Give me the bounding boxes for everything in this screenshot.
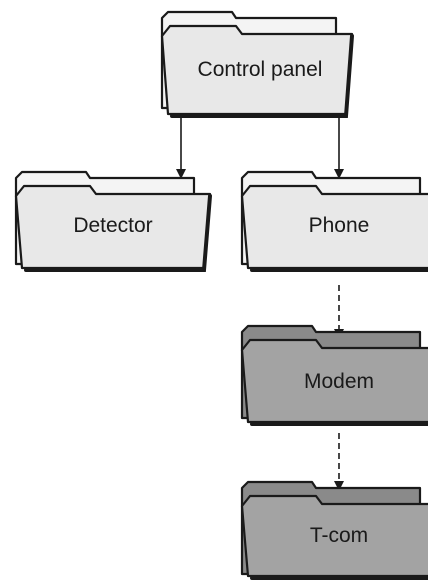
edges (176, 117, 344, 491)
node-modem: Modem (240, 324, 428, 426)
folder-icon (240, 480, 428, 580)
node-label: Phone (309, 214, 370, 237)
node-t-com: T-com (240, 480, 428, 580)
node-detector: Detector (14, 170, 212, 272)
folder-icon (240, 324, 428, 426)
node-phone: Phone (240, 170, 428, 272)
node-label: T-com (310, 524, 368, 547)
folder-front (240, 184, 428, 270)
node-control-panel: Control panel (160, 10, 354, 118)
node-label: Detector (73, 214, 152, 237)
folder-front (240, 494, 428, 578)
node-label: Modem (304, 370, 374, 393)
folder-icon (240, 170, 428, 272)
folder-icon (14, 170, 212, 272)
folder-front (240, 338, 428, 424)
node-label: Control panel (198, 58, 323, 81)
folder-icon (160, 10, 354, 118)
